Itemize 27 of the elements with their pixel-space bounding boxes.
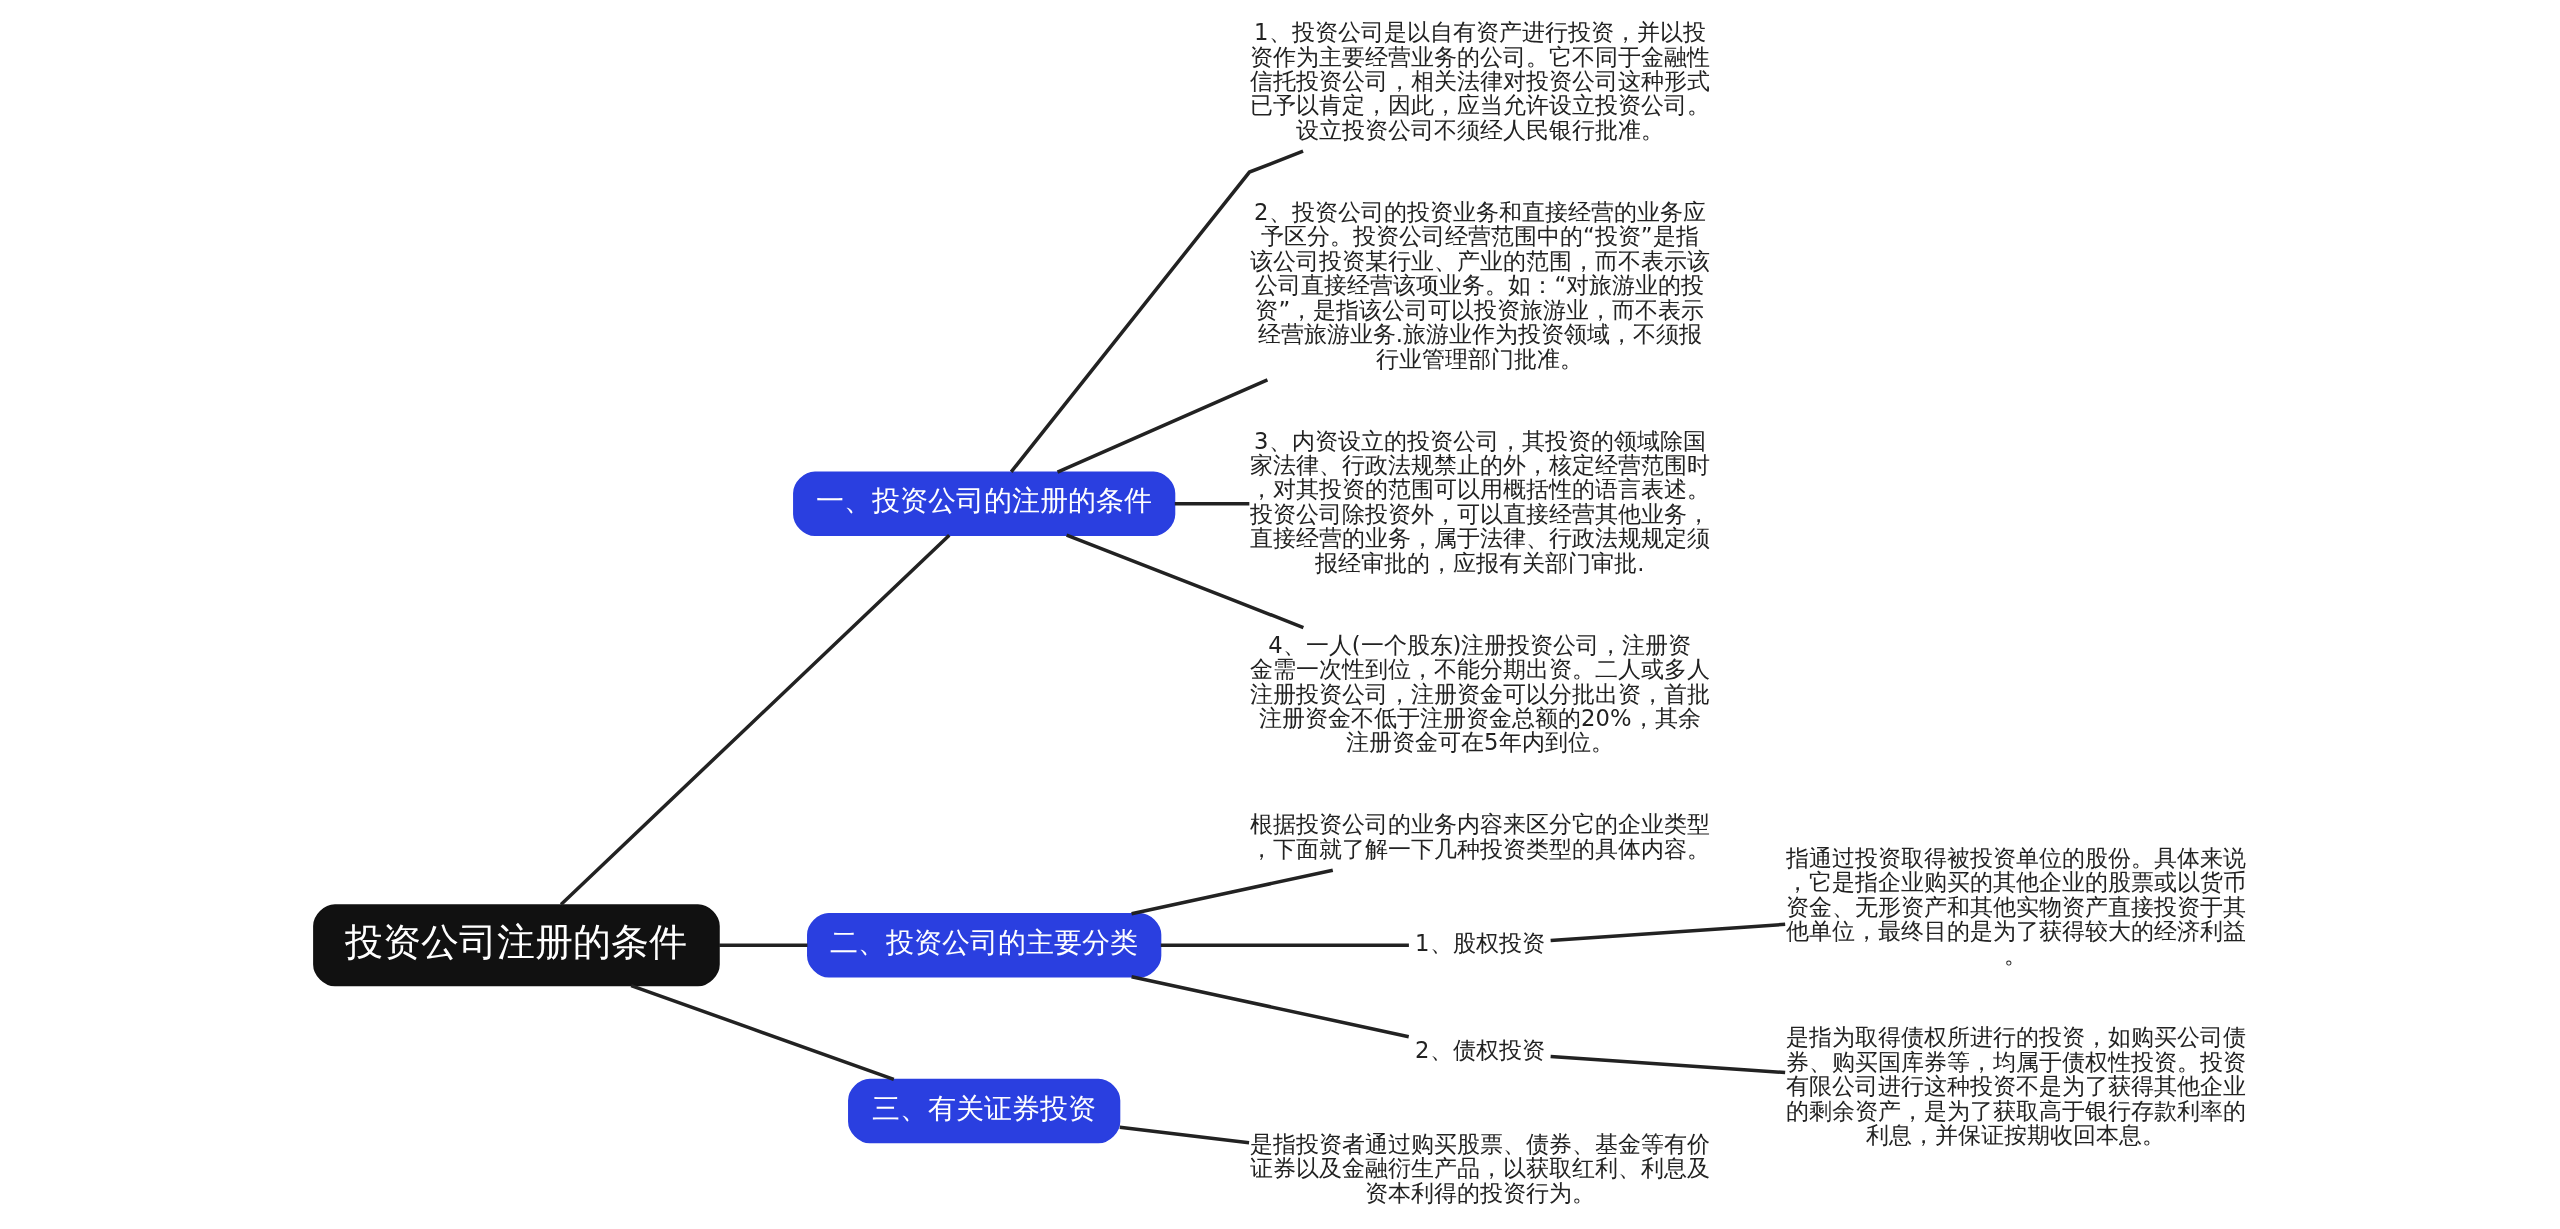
connector	[1119, 1125, 1250, 1145]
node-text: 根据投资公司的业务内容来区分它的企业类型，下面就了解一下几种投资类型的具体内容。	[1249, 811, 1710, 862]
connector	[1160, 943, 1409, 947]
node-text: 指通过投资取得被投资单位的股份。具体来说，它是指企业购买的其他企业的股票或以货币资金、无形资产和其他实物资产直接投资于其他单位，最终目的是为了获得较大的经济利益。	[1785, 844, 2246, 969]
node-box: 投资公司注册的条件	[313, 904, 720, 987]
node-text: 4、一人(一个股东)注册投资公司，注册资金需一次性到位，不能分期出资。二人或多人注册投资公司，注册资金可以分批出资，首批注册资金不低于注册资金总额的20%，其余注册资金可在5年内到位。	[1249, 631, 1710, 756]
node-text: 1、投资公司是以自有资产进行投资，并以投资作为主要经营业务的公司。它不同于金融性信托投资公司，相关法律对投资公司这种形式已予以肯定，因此，应当允许设立投资公司。设立投资公司不须经人民银行批准。	[1249, 19, 1710, 143]
node-text: 2、债权投资	[1415, 1036, 1545, 1063]
connector	[1131, 868, 1334, 916]
connector	[1066, 533, 1304, 630]
node-text: 1、股权投资	[1415, 930, 1545, 957]
node-box: 一、投资公司的注册的条件	[793, 471, 1176, 536]
node-text: 是指投资者通过购买股票、债券、基金等有价证券以及金融衍生产品，以获取红利、利息及资本利得的投资行为。	[1249, 1130, 1710, 1206]
connector	[1009, 149, 1304, 473]
connector	[1174, 501, 1250, 506]
connector	[1056, 378, 1269, 474]
node-text: 3、内资设立的投资公司，其投资的领域除国家法律、行政法规禁止的外，核定经营范围时，对其投资的范围可以用概括性的语言表述。投资公司除投资外，可以直接经营其他业务，直接经营的业务，属于法律、行政法规规定须报经审批的，应报有关部门审批.	[1249, 427, 1710, 576]
node-box: 二、投资公司的主要分类	[807, 912, 1162, 978]
connector	[559, 533, 951, 906]
node-text: 是指为取得债权所进行的投资，如购买公司债券、购买国库券等，均属于债权性投资。投资有限公司进行这种投资不是为了获得其他企业的剩余资产，是为了获取高于银行存款利率的利息，并保证按期收回本息。	[1785, 1024, 2246, 1149]
connector	[719, 943, 808, 947]
connector	[630, 983, 895, 1082]
node-box: 三、有关证券投资	[848, 1078, 1121, 1144]
connector	[1550, 922, 1786, 943]
node-text: 2、投资公司的投资业务和直接经营的业务应予区分。投资公司经营范围中的“投资”是指该公司投资某行业、产业的范围，而不表示该公司直接经营该项业务。如：“对旅游业的投资”，是指该公司可以投资旅游业，而不表示经营旅游业务.旅游业作为投资领域，不须报行业管理部门批准。	[1249, 198, 1710, 372]
connector	[1550, 1054, 1786, 1075]
connector	[1131, 975, 1410, 1039]
